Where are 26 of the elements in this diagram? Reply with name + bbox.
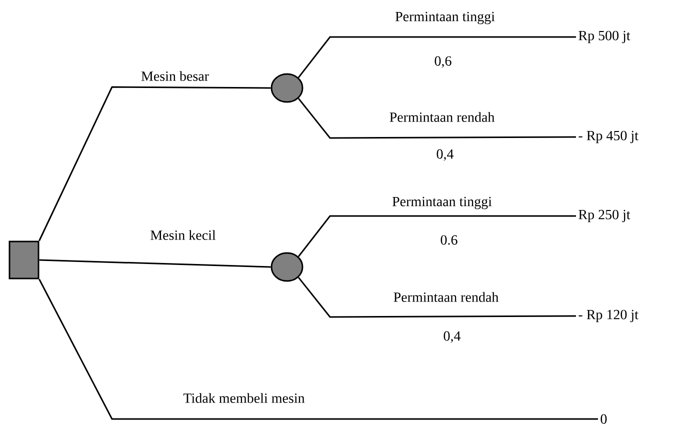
edge-label: Permintaan rendah: [394, 292, 499, 302]
chance-circle: [270, 252, 304, 282]
branch-line: [298, 98, 576, 139]
branch-line: [298, 215, 576, 258]
edge-label: Permintaan tinggi: [395, 12, 495, 24]
probability-label: 0,6: [434, 56, 452, 68]
edge-label: Mesin besar: [141, 71, 209, 81]
payoff-value: - Rp 450 jt: [578, 130, 638, 144]
edge-label: Permintaan tinggi: [392, 196, 492, 210]
decision-square: [8, 240, 40, 280]
branch-line: [38, 86, 271, 242]
branch-line: [38, 278, 598, 420]
probability-label: 0.6: [440, 235, 458, 245]
branch-line: [39, 259, 271, 268]
chance-circle: [270, 73, 304, 103]
payoff-value: Rp 500 jt: [578, 30, 630, 44]
branch-line: [298, 36, 576, 78]
edge-label: Tidak membeli mesin: [183, 393, 305, 403]
payoff-value: Rp 250 jt: [578, 210, 630, 222]
payoff-value: 0: [600, 414, 607, 424]
payoff-value: - Rp 120 jt: [578, 310, 638, 322]
edge-label: Permintaan rendah: [390, 112, 495, 122]
probability-label: 0,4: [444, 331, 461, 343]
branch-line: [298, 276, 576, 318]
probability-label: 0,4: [436, 149, 454, 161]
edge-label: Mesin kecil: [150, 230, 216, 240]
